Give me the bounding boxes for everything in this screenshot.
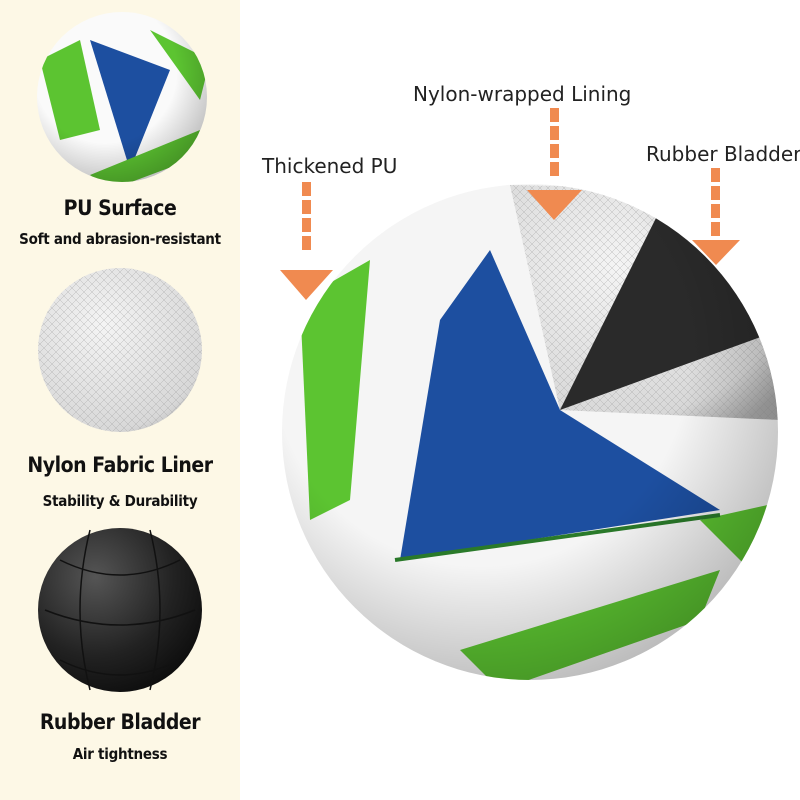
arrow-bladder-icon (692, 168, 740, 265)
nylon-liner-ball (38, 268, 202, 432)
rubber-bladder-ball (38, 528, 202, 692)
callout-bladder: Rubber Bladder (646, 142, 800, 166)
cutaway-ball (282, 184, 778, 680)
arrow-lining-icon (527, 108, 582, 220)
layer-title-nylon: Nylon Fabric Liner (27, 453, 213, 477)
layer-title-pu: PU Surface (63, 196, 177, 220)
callout-pu: Thickened PU (262, 154, 398, 178)
layer-subtitle-pu: Soft and abrasion-resistant (19, 230, 221, 248)
layer-subtitle-bladder: Air tightness (72, 745, 168, 763)
layer-subtitle-nylon: Stability & Durability (42, 492, 198, 510)
arrow-pu-icon (280, 182, 333, 300)
pu-surface-ball (37, 12, 207, 182)
layer-title-bladder: Rubber Bladder (39, 710, 201, 734)
callout-lining: Nylon-wrapped Lining (413, 82, 632, 106)
